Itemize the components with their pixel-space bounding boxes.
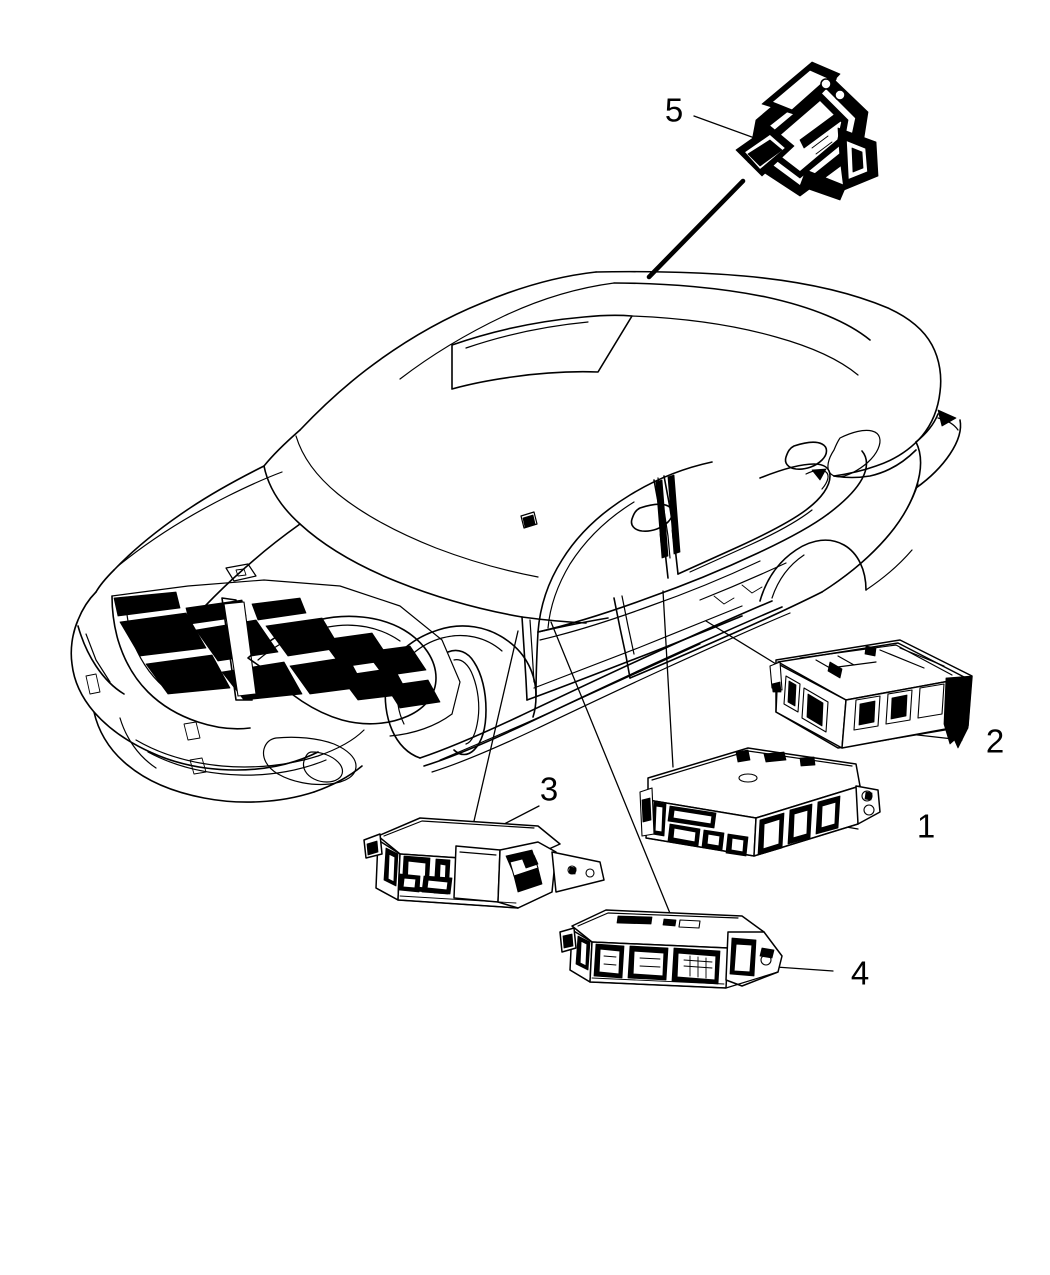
- leader-line-4-to-body: [550, 621, 677, 929]
- leader-line-1-to-body: [662, 590, 674, 768]
- module-2-door-module-right[interactable]: [769, 639, 973, 749]
- leader-line-4-label: [775, 966, 834, 972]
- leader-line-5-to-body: [646, 178, 746, 280]
- leader-line-3-to-body: [470, 630, 519, 835]
- vehicle-body-outline: [70, 270, 962, 803]
- callout-number-3: 3: [540, 771, 558, 808]
- module-5-roof-mounted-module[interactable]: [735, 61, 879, 201]
- module-4-seat-memory-module[interactable]: [559, 909, 783, 989]
- callout-number-5: 5: [665, 92, 683, 129]
- module-3-door-module-left[interactable]: [363, 817, 605, 909]
- callout-number-2: 2: [986, 723, 1004, 760]
- module-1-body-control-module[interactable]: [639, 747, 881, 857]
- callout-number-1: 1: [917, 808, 935, 845]
- callout-number-4: 4: [851, 955, 869, 992]
- callout-numbers-group: 5 2 1 3 4: [540, 92, 1004, 992]
